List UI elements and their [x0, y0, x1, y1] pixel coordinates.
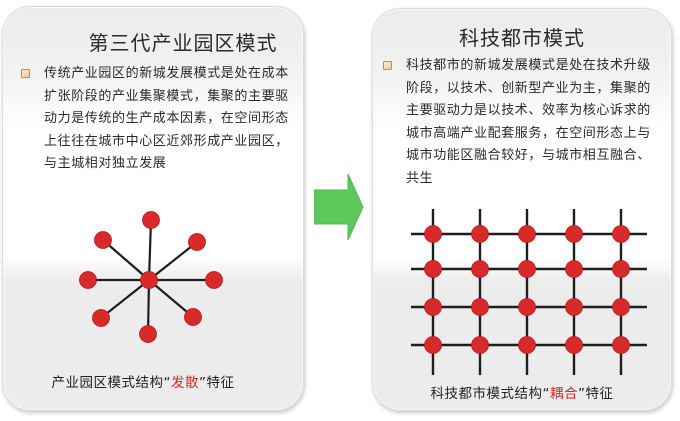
coupled-grid-diagram: [411, 209, 647, 375]
square-bullet-icon: [21, 69, 30, 78]
description-text: 传统产业园区的新城发展模式是处在成本扩张阶段的产业集聚模式，集聚的主要驱动力是传…: [44, 66, 289, 171]
description-text: 科技都市的新城发展模式是处在技术升级阶段，以技术、创新型产业为主，集聚的主要驱动…: [406, 58, 651, 186]
outer-node: [79, 271, 97, 289]
caption-highlight: 耦合: [550, 386, 578, 402]
divergent-star-diagram: [79, 211, 223, 343]
outer-node: [205, 271, 223, 289]
outer-node: [142, 211, 160, 229]
star-spokes: [88, 219, 214, 335]
caption-suffix: ”特征: [199, 375, 235, 391]
outer-node: [94, 231, 112, 249]
panel-title: 科技都市模式: [459, 26, 585, 50]
caption-highlight: 发散: [171, 375, 199, 391]
square-bullet-icon: [383, 61, 392, 70]
outer-node: [92, 309, 110, 327]
tech-city-panel: 科技都市模式 科技都市的新城发展模式是处在技术升级阶段，以技术、创新型产业为主，…: [372, 8, 672, 411]
structure-caption: 科技都市模式结构“耦合”特征: [373, 382, 671, 402]
caption-prefix: 产业园区模式结构“: [51, 375, 171, 391]
caption-prefix: 科技都市模式结构“: [430, 386, 550, 402]
outer-node: [139, 325, 157, 343]
right-arrow-icon: [314, 173, 364, 241]
description-bullet: 传统产业园区的新城发展模式是处在成本扩张阶段的产业集聚模式，集聚的主要驱动力是传…: [21, 63, 295, 176]
center-node: [140, 271, 158, 289]
caption-suffix: ”特征: [578, 386, 614, 402]
description-bullet: 科技都市的新城发展模式是处在技术升级阶段，以技术、创新型产业为主，集聚的主要驱动…: [383, 55, 663, 190]
structure-caption: 产业园区模式结构“发散”特征: [3, 371, 303, 391]
outer-node: [184, 308, 202, 326]
traditional-park-panel: 第三代产业园区模式 传统产业园区的新城发展模式是处在成本扩张阶段的产业集聚模式，…: [2, 6, 304, 411]
grid-nodes: [424, 225, 630, 354]
star-nodes: [79, 211, 223, 343]
panel-title: 第三代产业园区模式: [88, 31, 278, 55]
outer-node: [188, 233, 206, 251]
